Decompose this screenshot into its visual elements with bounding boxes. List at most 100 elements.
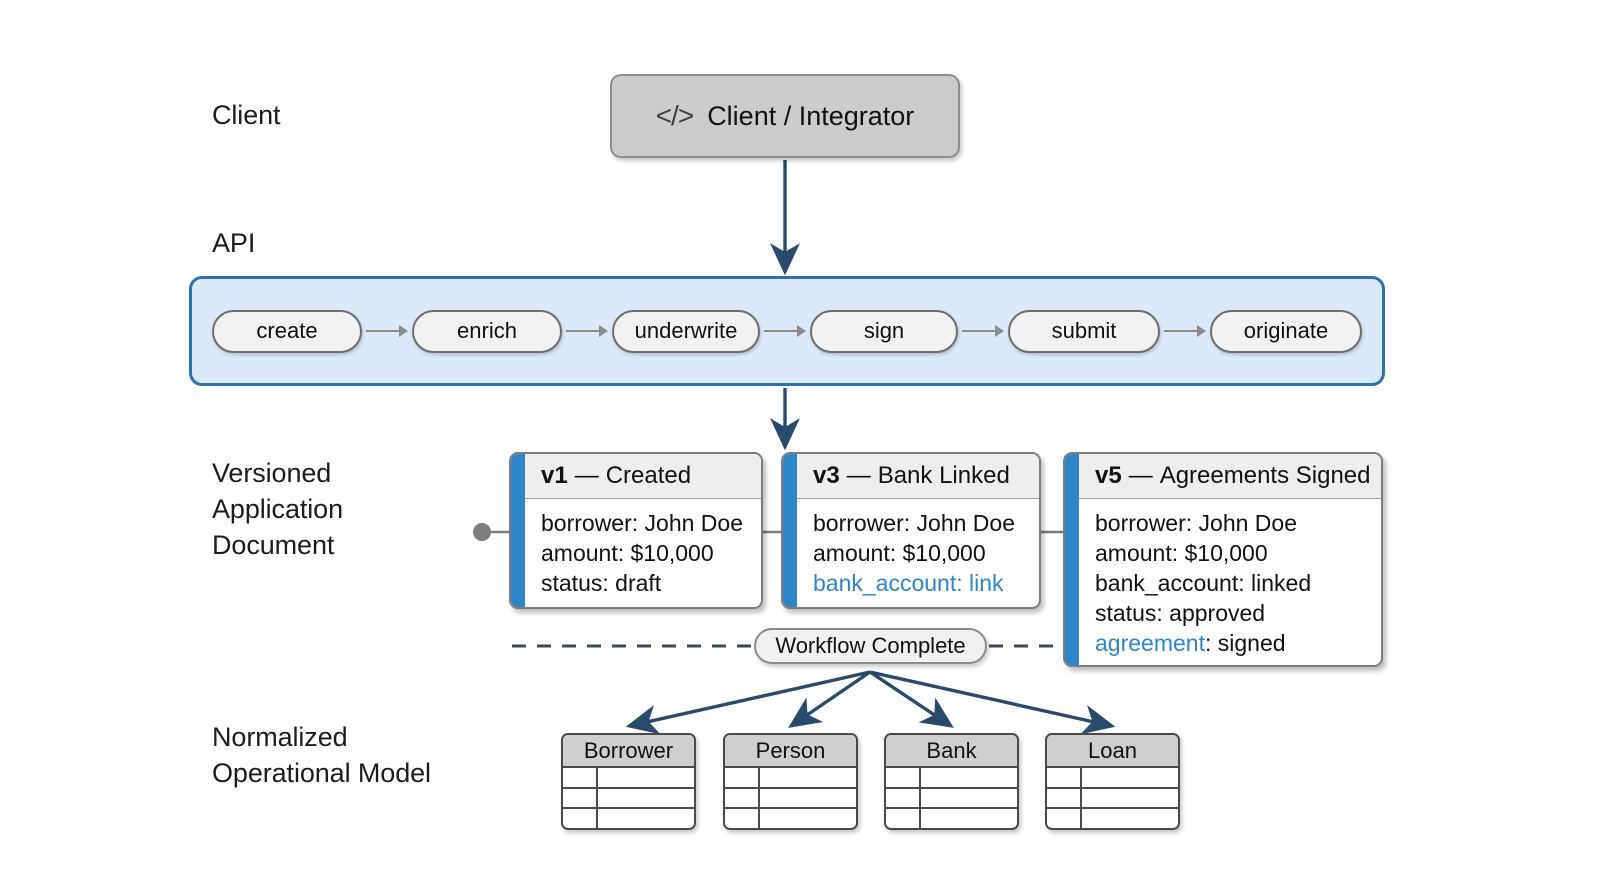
- table-row: [725, 768, 856, 789]
- table-row: [563, 768, 694, 789]
- entity-table-rows: [725, 768, 856, 828]
- field-key: borrower: [1095, 510, 1186, 536]
- api-stage-submit-label: submit: [1051, 318, 1117, 343]
- field-value: linked: [1251, 569, 1312, 596]
- field-value: John Doe: [916, 510, 1016, 536]
- field-value: $10,000: [902, 539, 986, 566]
- table-cell: [563, 788, 598, 808]
- section-label-api: API: [212, 228, 256, 258]
- version-card-accent-bar: [1065, 454, 1079, 665]
- api-stage-submit[interactable]: submit: [1008, 309, 1160, 353]
- api-stage-arrow-1: [362, 324, 412, 338]
- table-cell: [886, 809, 921, 828]
- version-card-v3[interactable]: v3 — Bank Linked borrower: John Doe amou…: [781, 452, 1041, 609]
- client-integrator-label: Client / Integrator: [707, 100, 915, 131]
- entity-table-borrower[interactable]: Borrower: [561, 733, 696, 830]
- version-card-v1[interactable]: v1 — Created borrower: John Doe amount: …: [509, 452, 763, 609]
- field-key: amount: [541, 539, 618, 566]
- table-row: [886, 768, 1017, 789]
- api-stage-arrow-3: [760, 324, 810, 338]
- table-cell: [1047, 768, 1082, 787]
- wire-fanout-bank: [869, 670, 954, 728]
- version-card-v5-header: v5 — Agreements Signed: [1079, 454, 1381, 499]
- entity-table-bank-header: Bank: [886, 735, 1017, 768]
- field-key: borrower: [813, 510, 904, 536]
- entity-table-person[interactable]: Person: [723, 733, 858, 830]
- api-stage-enrich-label: enrich: [457, 318, 517, 343]
- field-key: status: [541, 569, 603, 596]
- field-value: John Doe: [1198, 510, 1298, 536]
- field-row: bank_account: linked: [1095, 569, 1312, 596]
- api-stage-arrow-5: [1160, 324, 1210, 338]
- table-cell: [921, 789, 1017, 808]
- field-value: John Doe: [644, 510, 744, 536]
- entity-table-loan[interactable]: Loan: [1045, 733, 1180, 830]
- section-label-normalized-operational-model: Normalized Operational Model: [212, 722, 431, 788]
- table-cell: [1082, 809, 1178, 828]
- version-card-v1-title: Created: [605, 462, 692, 489]
- entity-table-bank[interactable]: Bank: [884, 733, 1019, 830]
- wire-fanout-borrower: [625, 670, 871, 735]
- table-row: [725, 788, 856, 810]
- section-label-client: Client: [212, 100, 281, 130]
- field-key: bank_account: [813, 569, 957, 596]
- field-value: draft: [615, 569, 662, 596]
- table-cell: [563, 768, 598, 787]
- field-row: amount: $10,000: [1095, 539, 1268, 566]
- field-row: borrower: John Doe: [1095, 510, 1298, 536]
- api-stage-underwrite-label: underwrite: [634, 318, 738, 343]
- table-row: [1047, 788, 1178, 810]
- workflow-complete-label: Workflow Complete: [775, 633, 966, 658]
- api-stage-enrich[interactable]: enrich: [412, 309, 562, 353]
- version-card-v3-header: v3 — Bank Linked: [797, 454, 1039, 499]
- api-stage-create[interactable]: create: [212, 309, 362, 353]
- version-card-v1-dash: —: [574, 462, 599, 489]
- table-cell: [1047, 809, 1082, 828]
- entity-table-loan-header: Loan: [1047, 735, 1178, 768]
- wire-fanout-loan: [869, 670, 1116, 735]
- table-cell: [725, 809, 760, 828]
- field-key: status: [1095, 599, 1157, 626]
- table-cell: [725, 768, 760, 787]
- version-card-v3-title: Bank Linked: [877, 462, 1010, 489]
- version-card-v5-title: Agreements Signed: [1159, 462, 1371, 489]
- table-cell: [598, 809, 694, 828]
- field-key: amount: [1095, 539, 1172, 566]
- table-cell: [563, 809, 598, 828]
- api-stage-sign[interactable]: sign: [810, 309, 958, 353]
- api-stage-sign-label: sign: [863, 318, 905, 343]
- field-value: $10,000: [630, 539, 714, 566]
- field-value: $10,000: [1184, 539, 1268, 566]
- field-row: status: approved: [1095, 599, 1266, 626]
- field-row-highlighted: bank_account: link: [813, 569, 1004, 596]
- version-card-accent-bar: [511, 454, 525, 607]
- version-card-v5[interactable]: v5 — Agreements Signed borrower: John Do…: [1063, 452, 1383, 667]
- api-stage-underwrite[interactable]: underwrite: [612, 309, 760, 353]
- version-card-v1-header: v1 — Created: [525, 454, 761, 499]
- table-cell: [598, 768, 694, 787]
- version-card-v5-dash: —: [1128, 462, 1153, 489]
- field-row-highlighted: agreement: signed: [1095, 629, 1286, 656]
- api-pipeline-container: create enrich underwrite sign submit ori…: [189, 276, 1385, 386]
- client-integrator-node[interactable]: </> Client / Integrator: [610, 74, 960, 158]
- table-row: [725, 809, 856, 828]
- api-stage-originate-label: originate: [1243, 318, 1329, 343]
- api-stage-list: create enrich underwrite sign submit ori…: [192, 309, 1382, 353]
- table-cell: [1082, 768, 1178, 787]
- api-stage-arrow-2: [562, 324, 612, 338]
- api-stage-arrow-4: [958, 324, 1008, 338]
- lineage-origin-dot: [473, 523, 491, 541]
- version-card-v3-dash: —: [846, 462, 871, 489]
- version-card-v5-fields: borrower: John Doe amount: $10,000 bank_…: [1079, 499, 1381, 665]
- field-value: link: [969, 569, 1004, 596]
- wire-fanout-person: [788, 670, 871, 728]
- table-row: [1047, 809, 1178, 828]
- code-icon: </>: [655, 100, 694, 131]
- version-card-v1-fields: borrower: John Doe amount: $10,000 statu…: [525, 499, 761, 607]
- workflow-complete-marker[interactable]: Workflow Complete: [754, 628, 987, 664]
- field-row: status: draft: [541, 569, 662, 596]
- entity-table-rows: [1047, 768, 1178, 828]
- api-stage-originate[interactable]: originate: [1210, 309, 1362, 353]
- version-card-v3-version: v3: [813, 462, 840, 489]
